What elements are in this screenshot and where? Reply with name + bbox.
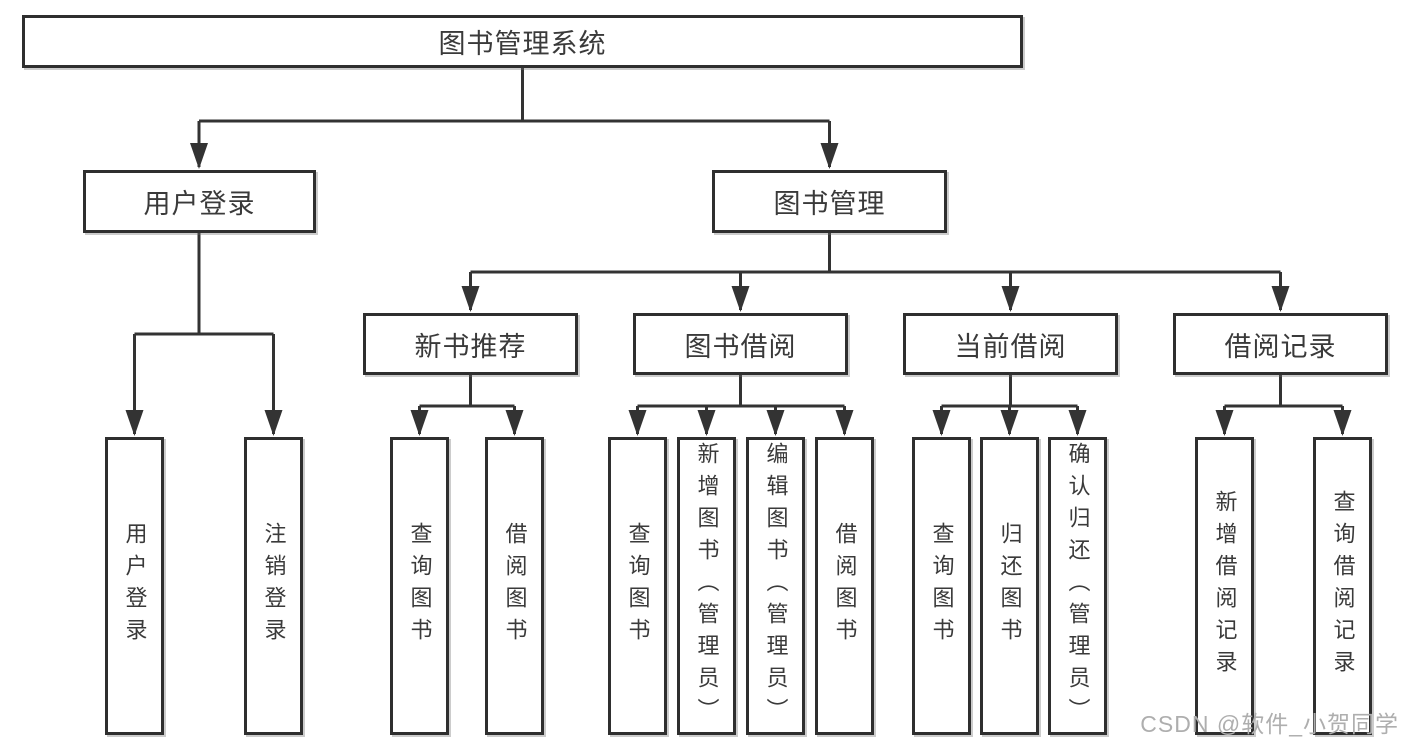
leaf-logout: 注销登录 [244, 437, 303, 735]
node-label: 新增图书（管理员） [694, 442, 720, 730]
node-current-borrowing: 当前借阅 [903, 313, 1118, 375]
connector-new-book-rec [410, 375, 524, 436]
node-label: 图书管理系统 [438, 29, 607, 59]
node-label: 图书管理 [773, 189, 886, 219]
connector-root [190, 68, 839, 169]
node-label: 编辑图书（管理员） [763, 442, 789, 730]
leaf-nbr-borrow-books: 借阅图书 [485, 437, 544, 735]
leaf-bb-query-books: 查询图书 [608, 437, 667, 735]
leaf-bb-add-books-admin: 新增图书（管理员） [677, 437, 736, 735]
node-label: 新增借阅记录 [1212, 490, 1238, 682]
node-label: 查询图书 [929, 522, 955, 650]
leaf-cb-return-books: 归还图书 [980, 437, 1039, 735]
node-label: 当前借阅 [954, 331, 1067, 362]
node-label: 借阅图书 [832, 522, 858, 650]
node-label: 借阅图书 [502, 522, 528, 650]
node-label: 注销登录 [261, 522, 287, 650]
node-label: 归还图书 [997, 522, 1023, 650]
connector-book-borrowing [628, 375, 854, 436]
leaf-user-login: 用户登录 [105, 437, 164, 735]
node-label: 查询图书 [407, 522, 433, 650]
node-root: 图书管理系统 [22, 15, 1023, 68]
leaf-br-add-record: 新增借阅记录 [1195, 437, 1254, 735]
connector-borrowing-records [1215, 375, 1352, 436]
leaf-br-query-record: 查询借阅记录 [1313, 437, 1372, 735]
node-user-login-branch: 用户登录 [83, 170, 316, 233]
leaf-cb-query-books: 查询图书 [912, 437, 971, 735]
node-label: 用户登录 [143, 189, 256, 219]
node-label: 查询图书 [625, 522, 651, 650]
node-label: 借阅记录 [1224, 331, 1337, 362]
node-book-management: 图书管理 [712, 170, 947, 233]
node-label: 查询借阅记录 [1330, 490, 1356, 682]
leaf-nbr-query-books: 查询图书 [390, 437, 449, 735]
connector-current-borrowing [932, 375, 1087, 436]
node-label: 确认归还（管理员） [1065, 442, 1091, 730]
csdn-watermark: CSDN @软件_小贺同学 [1140, 711, 1399, 737]
leaf-bb-borrow-books: 借阅图书 [815, 437, 874, 735]
node-borrowing-records: 借阅记录 [1173, 313, 1388, 375]
node-label: 新书推荐 [414, 331, 527, 362]
connector-book-management [461, 233, 1290, 312]
node-new-book-recommendation: 新书推荐 [363, 313, 578, 375]
connector-user-login [125, 233, 283, 436]
node-label: 图书借阅 [684, 331, 797, 362]
leaf-bb-edit-books-admin: 编辑图书（管理员） [746, 437, 805, 735]
node-label: 用户登录 [122, 522, 148, 650]
node-book-borrowing: 图书借阅 [633, 313, 848, 375]
leaf-cb-confirm-return-admin: 确认归还（管理员） [1048, 437, 1107, 735]
